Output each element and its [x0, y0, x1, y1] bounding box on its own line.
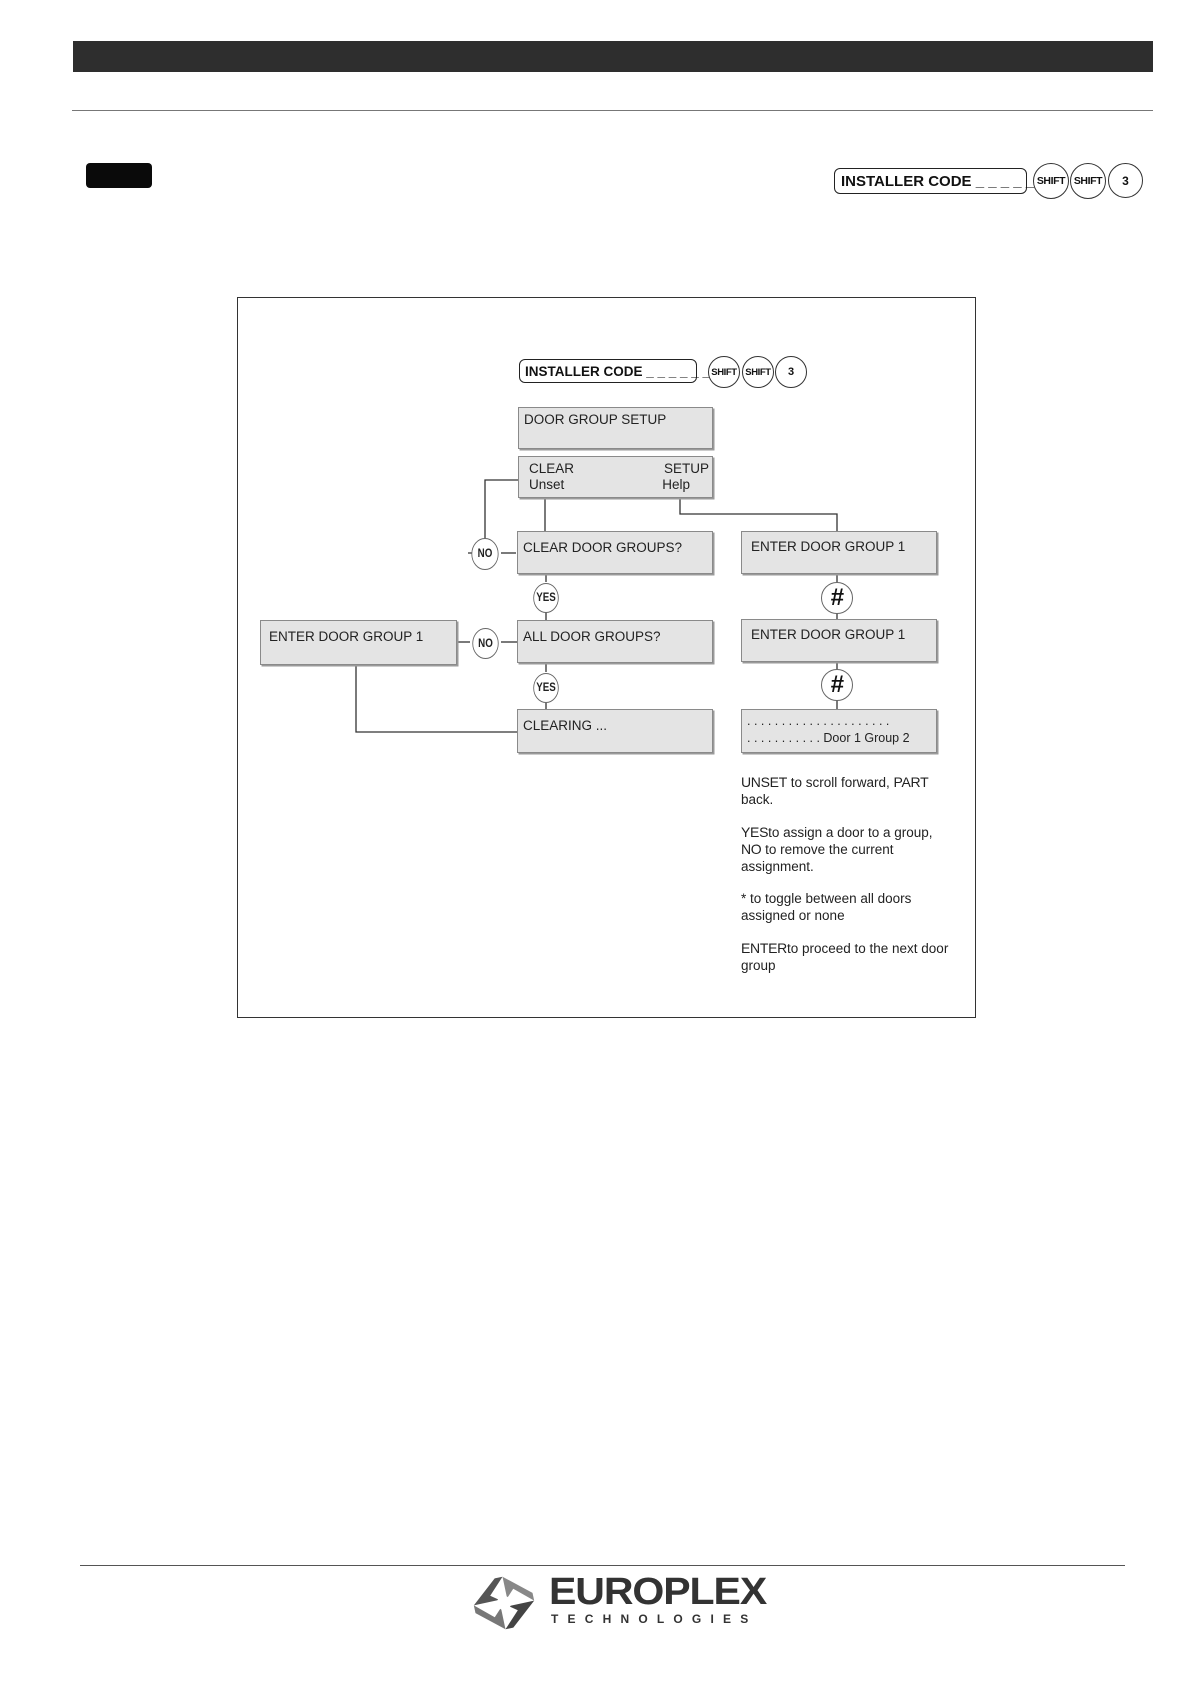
connector-menu-to-enter-right	[679, 498, 838, 531]
shift-key-icon: SHIFT	[1070, 163, 1106, 199]
yes-key-icon: YES	[533, 673, 559, 703]
footer-divider	[80, 1565, 1125, 1566]
shift-key-icon: SHIFT	[708, 356, 740, 388]
lcd-menu-unset: Unset	[529, 477, 565, 492]
lcd-door-group-line: . . . . . . . . . . . Door 1 Group 2	[747, 731, 910, 745]
brand-subtitle: TECHNOLOGIES	[551, 1612, 758, 1626]
note-key: PART	[893, 774, 929, 790]
diagram-installer-code-box: INSTALLER CODE _ _ _ _ _ _	[519, 359, 710, 383]
note-text: to assign a door to a group,	[768, 825, 933, 840]
diagram-installer-code-label: INSTALLER CODE _ _ _ _ _ _	[525, 363, 711, 379]
lcd-dots-line: . . . . . . . . . . . . . . . . . . . . …	[747, 714, 890, 728]
lcd-line: ALL DOOR GROUPS?	[523, 629, 661, 644]
note-text: to scroll forward,	[786, 775, 894, 790]
lcd-line: DOOR GROUP SETUP	[524, 412, 667, 427]
flowchart-frame	[237, 297, 976, 1018]
note-key: NO	[741, 841, 762, 857]
header-bar	[73, 41, 1153, 72]
note-key: UNSET	[741, 774, 787, 790]
lcd-line: ENTER DOOR GROUP 1	[751, 539, 906, 554]
no-key-icon: NO	[472, 628, 499, 659]
shift-key-icon: SHIFT	[1033, 163, 1069, 199]
lcd-enter-door-group-left: ENTER DOOR GROUP 1	[260, 620, 457, 665]
lcd-clear-door-groups: CLEAR DOOR GROUPS?	[517, 531, 713, 574]
note-toggle: * to toggle between all doors assigned o…	[741, 890, 951, 924]
header-divider	[72, 110, 1153, 111]
yes-key-icon: YES	[533, 583, 559, 613]
note-enter: ENTERto proceed to the next door group	[741, 940, 951, 974]
note-key: ENTER	[741, 940, 787, 956]
hash-key-icon: #	[821, 582, 853, 614]
note-key: YES	[741, 824, 769, 840]
note-text: * to toggle between all doors assigned o…	[741, 891, 912, 923]
note-scroll: UNSET to scroll forward, PART back.	[741, 774, 951, 808]
lcd-line: CLEAR DOOR GROUPS?	[523, 540, 683, 555]
lcd-line: CLEARING ...	[523, 718, 608, 733]
no-key-icon: NO	[471, 538, 499, 570]
lcd-line: ENTER DOOR GROUP 1	[751, 627, 906, 642]
shift-key-icon: SHIFT	[742, 356, 774, 388]
installer-code-label: INSTALLER CODE _ _ _ _ _ _	[841, 172, 1047, 190]
lcd-clearing: CLEARING ...	[517, 709, 713, 753]
note-assign: YESto assign a door to a group, NO to re…	[741, 824, 951, 875]
lcd-all-door-groups: ALL DOOR GROUPS?	[517, 620, 713, 663]
note-text: to proceed to the next door group	[741, 941, 949, 973]
lcd-door-group-setup: DOOR GROUP SETUP	[518, 407, 713, 449]
lcd-door-assignment: . . . . . . . . . . . . . . . . . . . . …	[741, 709, 937, 753]
note-text: back.	[741, 792, 774, 807]
lcd-line: ENTER DOOR GROUP 1	[269, 629, 424, 644]
connector-left-to-clearing	[355, 665, 518, 733]
lcd-menu-help: Help	[662, 477, 690, 492]
europlex-logo-icon	[473, 1576, 535, 1630]
hash-key-icon: #	[821, 669, 853, 701]
note-text: to remove the current assignment.	[741, 842, 894, 874]
lcd-menu-clear: CLEAR	[529, 461, 575, 476]
lcd-enter-door-group-right-2: ENTER DOOR GROUP 1	[741, 619, 937, 662]
lcd-menu-setup: SETUP	[663, 461, 709, 476]
installer-code-box: INSTALLER CODE _ _ _ _ _ _	[834, 168, 1047, 194]
section-tab	[86, 163, 152, 188]
brand-wordmark: EUROPLEX	[549, 1571, 767, 1613]
digit-3-key-icon: 3	[775, 356, 807, 388]
digit-3-key-icon: 3	[1108, 163, 1143, 198]
lcd-enter-door-group-right-1: ENTER DOOR GROUP 1	[741, 531, 937, 574]
lcd-menu: CLEAR SETUP Unset Help	[518, 456, 713, 498]
